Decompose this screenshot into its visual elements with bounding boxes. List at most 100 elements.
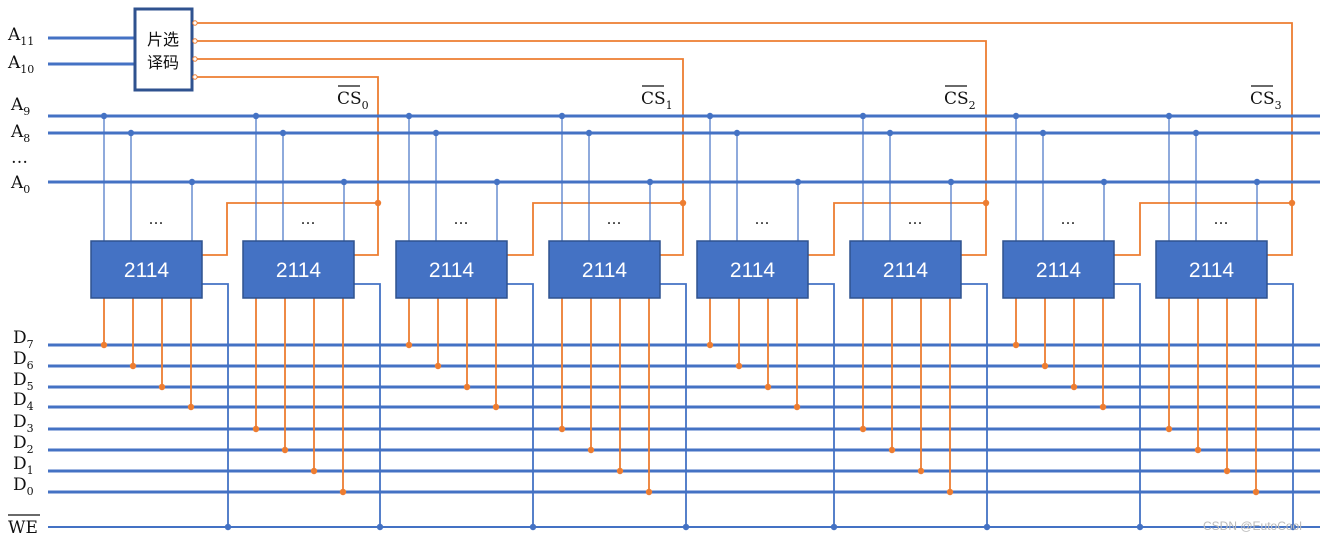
data-bus-label-1: D6 bbox=[13, 349, 34, 372]
chip1-data-dot-3 bbox=[339, 488, 347, 496]
chip7-a0-dot bbox=[1253, 178, 1261, 186]
chip5-we-dot bbox=[983, 523, 991, 531]
chip-2114-3 bbox=[548, 240, 661, 299]
address-input-label-1-main: A bbox=[7, 53, 21, 73]
chip7-a9-dot bbox=[1165, 112, 1173, 120]
chip7-address-ellipsis: … bbox=[1214, 210, 1229, 228]
chips-layer bbox=[90, 7, 1268, 299]
chip-label-1: 2114 bbox=[276, 259, 321, 282]
decoder-output-pin-2 bbox=[192, 38, 198, 44]
chip-2114-7 bbox=[1155, 240, 1268, 299]
chip7-data-dot-1 bbox=[1194, 446, 1202, 454]
junction-dots-layer bbox=[100, 20, 1297, 531]
chip-select-label-3-sub: 3 bbox=[1275, 99, 1282, 112]
cs1-junction bbox=[679, 199, 687, 207]
chip-2114-1 bbox=[242, 240, 355, 299]
data-bus-label-1-sub: 6 bbox=[27, 359, 34, 372]
address-input-label-0-main: A bbox=[7, 25, 21, 45]
chip-select-label-2-main: CS bbox=[944, 89, 969, 109]
chip-select-label-3: CS3 bbox=[1250, 89, 1282, 112]
chip4-data-dot-0 bbox=[706, 341, 714, 349]
chip3-a9-dot bbox=[558, 112, 566, 120]
cs0-branch bbox=[202, 202, 378, 256]
chip6-a8-dot bbox=[1039, 129, 1047, 137]
chip0-a9-dot bbox=[100, 112, 108, 120]
data-bus-label-0-main: D bbox=[13, 328, 27, 348]
chip-select-label-2-sub: 2 bbox=[969, 99, 976, 112]
chip-label-0: 2114 bbox=[124, 259, 169, 282]
address-input-label-0: A11 bbox=[7, 25, 34, 48]
decoder-output-pin-0 bbox=[192, 74, 198, 80]
data-bus-label-3-main: D bbox=[13, 390, 27, 410]
chip-2114-4 bbox=[696, 240, 809, 299]
labels-layer: 片选译码…2114…2114…2114…2114…2114…2114…2114…… bbox=[7, 25, 1282, 538]
chip4-we-dot bbox=[830, 523, 838, 531]
address-input-label-0-sub: 11 bbox=[20, 35, 34, 48]
cs2-junction bbox=[982, 199, 990, 207]
address-bus-label-3: A0 bbox=[10, 173, 30, 196]
chip6-a9-dot bbox=[1012, 112, 1020, 120]
chip5-data-dot-2 bbox=[917, 467, 925, 475]
wiring-layer bbox=[48, 22, 1320, 528]
address-bus-label-2-main: … bbox=[11, 148, 28, 168]
decoder-label-line1: 片选 bbox=[147, 30, 179, 49]
chip4-a8-dot bbox=[733, 129, 741, 137]
chip3-we-line bbox=[660, 283, 687, 527]
chip-select-label-3-main: CS bbox=[1250, 89, 1275, 109]
chip1-we-dot bbox=[376, 523, 384, 531]
address-input-label-1: A10 bbox=[7, 53, 34, 76]
cs3-branch bbox=[1114, 202, 1292, 256]
chip-label-5: 2114 bbox=[883, 259, 928, 282]
chip-select-label-1: CS1 bbox=[641, 89, 673, 112]
chip5-data-dot-3 bbox=[946, 488, 954, 496]
address-bus-label-2: … bbox=[11, 148, 28, 168]
data-bus-label-5: D2 bbox=[13, 433, 34, 456]
data-bus-label-6-main: D bbox=[13, 454, 27, 474]
decoder-box bbox=[133, 7, 194, 92]
chip2-data-dot-2 bbox=[463, 383, 471, 391]
address-bus-label-3-sub: 0 bbox=[23, 183, 30, 196]
chip2-a8-dot bbox=[432, 129, 440, 137]
chip7-data-dot-3 bbox=[1252, 488, 1260, 496]
chip-select-label-1-sub: 1 bbox=[666, 99, 673, 112]
chip-select-label-0-sub: 0 bbox=[362, 99, 369, 112]
address-bus-label-1: A8 bbox=[10, 122, 30, 145]
chip0-data-dot-0 bbox=[100, 341, 108, 349]
data-bus-label-2-main: D bbox=[13, 370, 27, 390]
data-bus-label-3: D4 bbox=[13, 390, 34, 413]
chip0-a0-dot bbox=[188, 178, 196, 186]
address-input-label-1-sub: 10 bbox=[20, 63, 34, 76]
decoder-output-pin-1 bbox=[192, 56, 198, 62]
chip0-we-dot bbox=[224, 523, 232, 531]
watermark: CSDN @EutoCool bbox=[1203, 519, 1302, 533]
cs1-line bbox=[197, 58, 684, 256]
chip-label-7: 2114 bbox=[1189, 259, 1234, 282]
chip5-a0-dot bbox=[947, 178, 955, 186]
chip1-address-ellipsis: … bbox=[301, 210, 316, 228]
chip0-data-dot-2 bbox=[158, 383, 166, 391]
data-bus-label-2: D5 bbox=[13, 370, 34, 393]
chip0-data-dot-3 bbox=[187, 403, 195, 411]
chip-select-label-0: CS0 bbox=[337, 89, 369, 112]
chip-label-2: 2114 bbox=[429, 259, 474, 282]
chip3-a0-dot bbox=[646, 178, 654, 186]
chip3-address-ellipsis: … bbox=[607, 210, 622, 228]
chip-2114-2 bbox=[395, 240, 508, 299]
address-bus-label-0-main: A bbox=[10, 95, 24, 115]
chip2-data-dot-0 bbox=[405, 341, 413, 349]
chip6-data-dot-3 bbox=[1099, 403, 1107, 411]
cs3-line bbox=[197, 22, 1293, 256]
chip2-data-dot-3 bbox=[492, 403, 500, 411]
chip7-data-dot-2 bbox=[1223, 467, 1231, 475]
chip1-data-dot-2 bbox=[310, 467, 318, 475]
chip2-a0-dot bbox=[493, 178, 501, 186]
chip3-data-dot-0 bbox=[558, 425, 566, 433]
cs2-branch bbox=[808, 202, 986, 256]
chip3-data-dot-1 bbox=[587, 446, 595, 454]
chip3-data-dot-3 bbox=[645, 488, 653, 496]
chip4-a0-dot bbox=[794, 178, 802, 186]
decoder-label-line2: 译码 bbox=[147, 53, 179, 72]
address-bus-label-1-sub: 8 bbox=[23, 132, 30, 145]
data-bus-label-0: D7 bbox=[13, 328, 34, 351]
data-bus-label-4: D3 bbox=[13, 412, 34, 435]
